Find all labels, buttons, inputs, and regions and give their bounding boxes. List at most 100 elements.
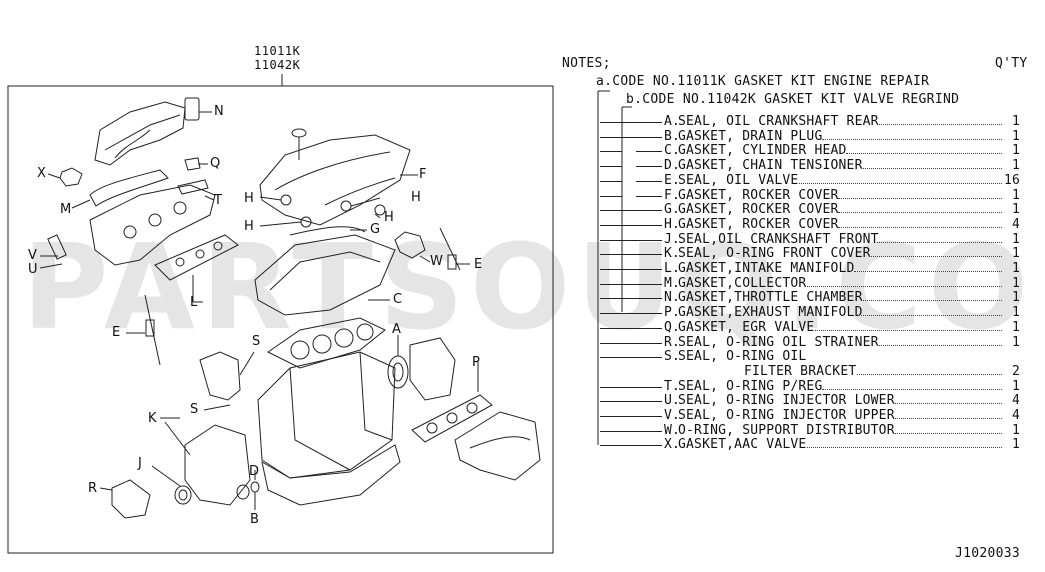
callout-Q[interactable]: Q (210, 156, 221, 171)
intake-collector-sketch (94, 101, 186, 166)
part-qty: 1 (1011, 202, 1020, 218)
part-qty: 4 (1011, 393, 1020, 409)
kit-code-1: 11011K (254, 44, 301, 58)
part-code: W. (664, 422, 681, 438)
callout-W[interactable]: W (430, 254, 443, 269)
callout-L[interactable]: L (190, 295, 198, 310)
callout-V[interactable]: V (28, 248, 37, 263)
part-code: T. (664, 378, 681, 394)
part-description: SEAL, OIL CRANKSHAFT REAR (678, 114, 879, 129)
head-gasket-sketch (267, 317, 386, 369)
callout-U[interactable]: U (28, 262, 38, 277)
tree-tick-inner (600, 239, 622, 241)
callout-B[interactable]: B (250, 512, 259, 527)
callout-G[interactable]: G (370, 222, 381, 237)
parts-row-s[interactable]: S.SEAL, O-RING OIL (600, 349, 1025, 364)
leader-dots (838, 226, 1002, 228)
tree-tick (622, 224, 662, 226)
part-qty: 16 (1003, 172, 1020, 188)
leader-dots (822, 388, 1002, 390)
tree-tick (600, 342, 662, 344)
parts-row-a[interactable]: A.SEAL, OIL CRANKSHAFT REAR 1 (600, 114, 1025, 129)
part-code: Q. (664, 319, 681, 335)
part-description: GASKET,THROTTLE CHAMBER (678, 290, 863, 306)
leader-dots (892, 418, 1002, 419)
callout-C[interactable]: C (393, 292, 403, 307)
callout-H-4[interactable]: H (384, 210, 394, 225)
callout-T[interactable]: T (214, 193, 222, 208)
leader-dots (845, 153, 1002, 155)
callout-H-2[interactable]: H (244, 219, 254, 234)
part-qty: 1 (1011, 437, 1020, 453)
part-code: M. (664, 275, 681, 291)
tree-tick (600, 313, 662, 315)
tree-tick (600, 386, 662, 388)
callout-S-1[interactable]: S (252, 334, 261, 349)
callout-F[interactable]: F (419, 167, 427, 182)
leader-dots (838, 197, 1002, 199)
callout-R[interactable]: R (88, 481, 98, 496)
part-code: G. (664, 202, 681, 218)
callout-E-right[interactable]: E (474, 257, 483, 272)
part-code: H. (664, 216, 681, 232)
leader-dots (892, 403, 1002, 405)
part-qty: 1 (1011, 290, 1020, 306)
part-qty: 2 (1011, 363, 1020, 379)
callout-K[interactable]: K (148, 411, 157, 426)
leader-dots (877, 124, 1002, 125)
part-code: X. (664, 437, 681, 453)
callout-J[interactable]: J (138, 456, 142, 471)
callout-M[interactable]: M (60, 202, 72, 217)
diagram-frame (7, 85, 554, 554)
part-qty: 1 (1011, 319, 1020, 335)
part-description: SEAL, O-RING P/REG (678, 378, 823, 394)
callout-S-2[interactable]: S (190, 402, 199, 417)
part-code: R. (664, 334, 681, 350)
callout-P[interactable]: P (472, 355, 480, 370)
callout-E-left[interactable]: E (112, 325, 121, 340)
part-code: D. (664, 158, 681, 174)
callout-H-3[interactable]: H (411, 190, 421, 205)
tree-tick (600, 416, 662, 417)
part-qty: 1 (1011, 143, 1020, 159)
callout-N[interactable]: N (214, 104, 224, 119)
part-qty: 1 (1011, 275, 1020, 291)
part-qty: 1 (1011, 114, 1020, 129)
part-qty: 4 (1011, 216, 1020, 232)
parts-row-q[interactable]: Q.GASKET, EGR VALVE 1 (600, 320, 1025, 335)
part-description: GASKET, DRAIN PLUG (678, 128, 823, 144)
part-description: GASKET, EGR VALVE (678, 319, 815, 335)
callout-H-1[interactable]: H (244, 191, 254, 206)
tree-tick-inner (600, 283, 622, 285)
qty-header: Q'TY (995, 56, 1028, 71)
part-code: A. (664, 114, 681, 129)
callout-X[interactable]: X (37, 166, 46, 181)
callout-A[interactable]: A (392, 322, 401, 337)
callout-D[interactable]: D (249, 464, 260, 479)
tree-tick (622, 254, 662, 256)
rocker-cover-sketch (259, 134, 411, 226)
part-description: SEAL, OIL VALVE (678, 172, 799, 188)
tree-tick-inner (600, 224, 622, 226)
